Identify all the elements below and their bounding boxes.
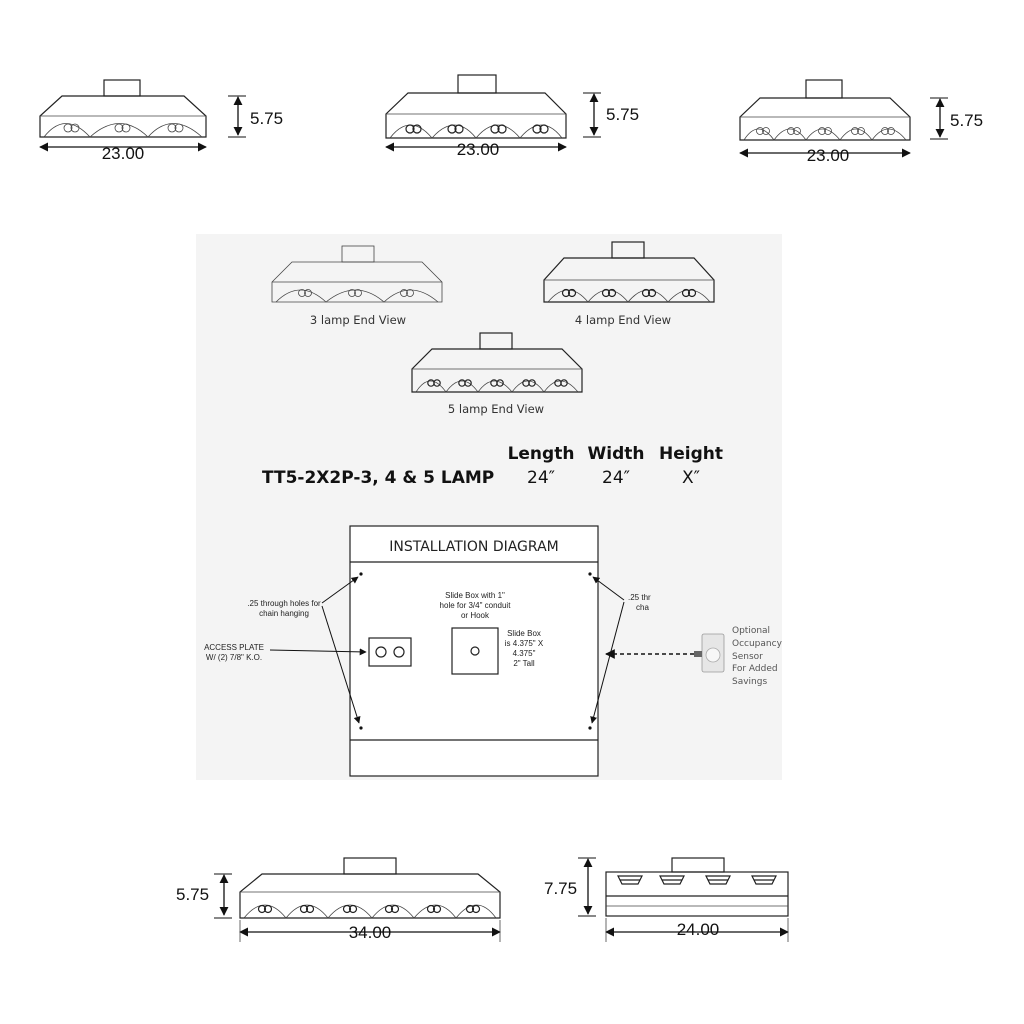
side-view-height-label: 7.75 bbox=[544, 879, 577, 898]
holes-note-left-line1: .25 through holes for bbox=[247, 599, 321, 608]
sensor-note-line5: Savings bbox=[732, 677, 767, 687]
end-view-5-lamp: 5 lamp End View bbox=[411, 332, 583, 416]
access-plate-note-line2: W/ (2) 7/8" K.O. bbox=[206, 653, 262, 662]
spec-value-length: 24″ bbox=[527, 468, 555, 488]
five-lamp-height-label: 5.75 bbox=[950, 111, 983, 130]
slide-box-size-note-line3: 4.375" bbox=[513, 649, 536, 658]
holes-note-right-line1: .25 thr bbox=[628, 593, 651, 602]
four-lamp-caption: 4 lamp End View bbox=[575, 313, 671, 327]
sensor-note-line2: Occupancy bbox=[732, 639, 783, 649]
spec-header-width: Width bbox=[588, 444, 645, 464]
five-lamp-width-label: 23.00 bbox=[807, 146, 850, 165]
installation-title: INSTALLATION DIAGRAM bbox=[389, 539, 558, 555]
six-lamp-width-label: 34.00 bbox=[349, 923, 392, 942]
sensor-note-line4: For Added bbox=[732, 664, 778, 674]
end-view-4-lamp: 4 lamp End View bbox=[543, 241, 715, 327]
slide-box-hole-note-line2: hole for 3/4" conduit bbox=[440, 601, 512, 610]
spec-header-length: Length bbox=[508, 444, 575, 464]
spec-header-height: Height bbox=[659, 444, 723, 464]
three-lamp-height-label: 5.75 bbox=[250, 109, 283, 128]
end-view-3-lamp: 3 lamp End View bbox=[271, 245, 443, 327]
sensor-note-line3: Sensor bbox=[732, 652, 763, 662]
installation-diagram: INSTALLATION DIAGRAM .25 through holes f… bbox=[204, 525, 783, 777]
fixture-side-view-bottom: 24.00 7.75 bbox=[544, 857, 789, 942]
slide-box-size-note-line1: Slide Box bbox=[507, 629, 541, 638]
four-lamp-height-label: 5.75 bbox=[606, 105, 639, 124]
slide-box-size-note-line2: is 4.375" X bbox=[505, 639, 544, 648]
spec-value-height: X″ bbox=[682, 468, 700, 488]
holes-note-right-line2: cha bbox=[636, 603, 649, 612]
three-lamp-width-label: 23.00 bbox=[102, 144, 145, 163]
spec-model-name: TT5-2X2P-3, 4 & 5 LAMP bbox=[262, 468, 494, 488]
six-lamp-height-label: 5.75 bbox=[176, 885, 209, 904]
fixture-4-lamp-top: 23.00 5.75 bbox=[385, 74, 639, 159]
slide-box-hole-note-line1: Slide Box with 1" bbox=[445, 591, 505, 600]
five-lamp-caption: 5 lamp End View bbox=[448, 402, 544, 416]
three-lamp-caption: 3 lamp End View bbox=[310, 313, 406, 327]
side-view-width-label: 24.00 bbox=[677, 920, 720, 939]
occupancy-sensor-icon bbox=[694, 633, 725, 673]
holes-note-left-line2: chain hanging bbox=[259, 609, 309, 618]
four-lamp-width-label: 23.00 bbox=[457, 140, 500, 159]
spec-table: Length Width Height TT5-2X2P-3, 4 & 5 LA… bbox=[262, 444, 723, 488]
fixture-3-lamp-top: 23.00 5.75 bbox=[39, 79, 283, 163]
fixture-5-lamp-top: 23.00 5.75 bbox=[739, 79, 983, 165]
slide-box-hole-note-line3: or Hook bbox=[461, 611, 490, 620]
fixture-6-lamp-bottom: 34.00 5.75 bbox=[176, 857, 501, 942]
spec-value-width: 24″ bbox=[602, 468, 630, 488]
access-plate-note-line1: ACCESS PLATE bbox=[204, 643, 264, 652]
sensor-note-line1: Optional bbox=[732, 626, 770, 636]
slide-box-size-note-line4: 2" Tall bbox=[513, 659, 535, 668]
